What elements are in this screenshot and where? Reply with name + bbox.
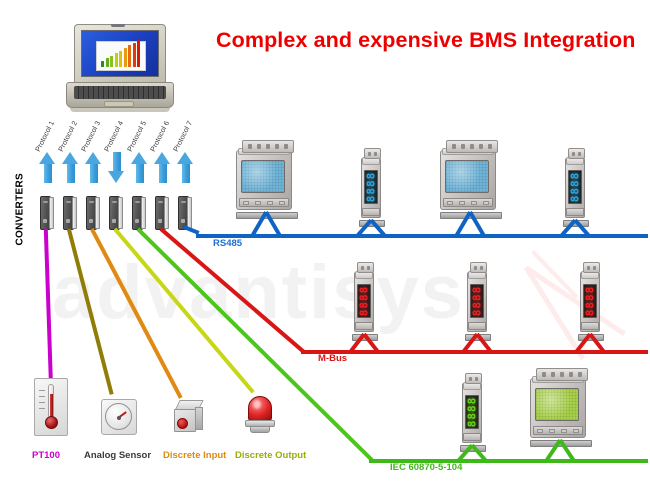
laptop-hinge [111,24,125,27]
protocol-label-7: Protocol 7 [170,119,195,153]
converter-module-1[interactable] [40,196,55,230]
meter-bottom-terminals [581,322,599,330]
meter-seven-segment-display: 8888 [364,170,378,204]
meter-top-terminals [446,140,498,153]
meter-lcd-display [241,160,285,193]
meter-top-terminals [470,262,487,273]
beacon-light-icon [245,396,275,434]
meter-bottom-terminals [533,426,583,435]
din-meter[interactable]: 8888 [465,262,491,341]
laptop-chart-bar [128,45,131,67]
meter-bottom-terminals [463,433,481,441]
laptop-foot [70,108,170,112]
protocol-arrow-3-up [85,152,102,183]
watermark-text: advantisys [52,250,465,335]
field-device-label-pt100: PT100 [32,450,60,461]
meter-lcd-display [535,388,579,421]
laptop-chart-bar [114,53,118,67]
protocol-arrow-1-up [39,152,56,183]
laptop-chart-bar [105,58,109,67]
bus-label-rs485: RS485 [213,238,243,249]
meter-seven-segment-display: 8888 [470,284,484,318]
meter-top-terminals [364,148,381,159]
meter-top-terminals [465,373,482,384]
converter-module-5[interactable] [132,196,147,230]
protocol-label-3: Protocol 3 [78,119,103,153]
laptop-chart-bar [110,55,113,67]
bus-trunk [301,349,648,355]
laptop-touchpad [104,101,134,107]
diagram-title: Complex and expensive BMS Integration [216,28,636,52]
meter-seven-segment-display: 8888 [568,170,582,204]
din-meter[interactable]: 8888 [359,148,385,227]
laptop-chart-bar [137,40,140,67]
din-meter[interactable]: 8888 [563,148,589,227]
bus-label-m-bus: M-Bus [318,353,348,364]
bus-trunk [196,233,648,239]
meter-top-terminals [536,368,588,381]
protocol-arrow-4-down [108,152,125,183]
converter-module-4[interactable] [109,196,124,230]
pushbutton-icon [172,400,206,434]
meter-top-terminals [242,140,294,153]
din-meter[interactable] [440,140,502,219]
laptop-chart-bar [123,48,127,67]
gauge-icon [101,399,137,435]
converter-module-3[interactable] [86,196,101,230]
converter-module-6[interactable] [155,196,170,230]
din-meter[interactable]: 8888 [352,262,378,341]
meter-bottom-terminals [362,208,380,216]
laptop-base [66,82,174,108]
din-meter[interactable]: 8888 [578,262,604,341]
din-meter[interactable] [236,140,298,219]
meter-lcd-display [445,160,489,193]
laptop-keyboard [74,86,166,99]
meter-bottom-terminals [468,322,486,330]
bus-trunk [369,458,648,464]
meter-seven-segment-display: 8888 [357,284,371,318]
laptop-bar-chart-icon [96,40,146,71]
meter-seven-segment-display: 8888 [465,395,479,429]
protocol-arrow-2-up [62,152,79,183]
din-meter[interactable] [530,368,592,447]
protocol-arrow-5-up [131,152,148,183]
protocol-label-6: Protocol 6 [147,119,172,153]
protocol-label-1: Protocol 1 [32,119,57,153]
meter-bottom-terminals [239,198,289,207]
converters-section-label: CONVERTERS [14,173,26,246]
meter-top-terminals [583,262,600,273]
protocol-label-5: Protocol 5 [124,119,149,153]
meter-bottom-terminals [443,198,493,207]
protocol-label-4: Protocol 4 [101,119,126,153]
protocol-label-2: Protocol 2 [55,119,80,153]
din-meter[interactable]: 8888 [460,373,486,452]
meter-seven-segment-display: 8888 [583,284,597,318]
laptop-screen [81,30,159,77]
meter-bottom-terminals [355,322,373,330]
laptop-chart-bar [119,50,122,67]
bus-label-iec-60870-5-104: IEC 60870-5-104 [390,462,463,473]
laptop-lid [74,24,166,84]
laptop-chart-bar [101,61,104,67]
field-device-label-analog-sensor: Analog Sensor [84,450,152,461]
laptop-chart-bar [132,42,136,67]
field-device-label-discrete-input: Discrete Input [163,450,227,461]
bms-supervisor-laptop [66,24,174,112]
meter-bottom-terminals [566,208,584,216]
thermometer-icon [34,378,68,436]
converter-module-2[interactable] [63,196,78,230]
protocol-arrow-7-up [177,152,194,183]
field-device-label-discrete-output: Discrete Output [235,450,307,461]
meter-top-terminals [357,262,374,273]
protocol-arrow-6-up [154,152,171,183]
meter-top-terminals [568,148,585,159]
